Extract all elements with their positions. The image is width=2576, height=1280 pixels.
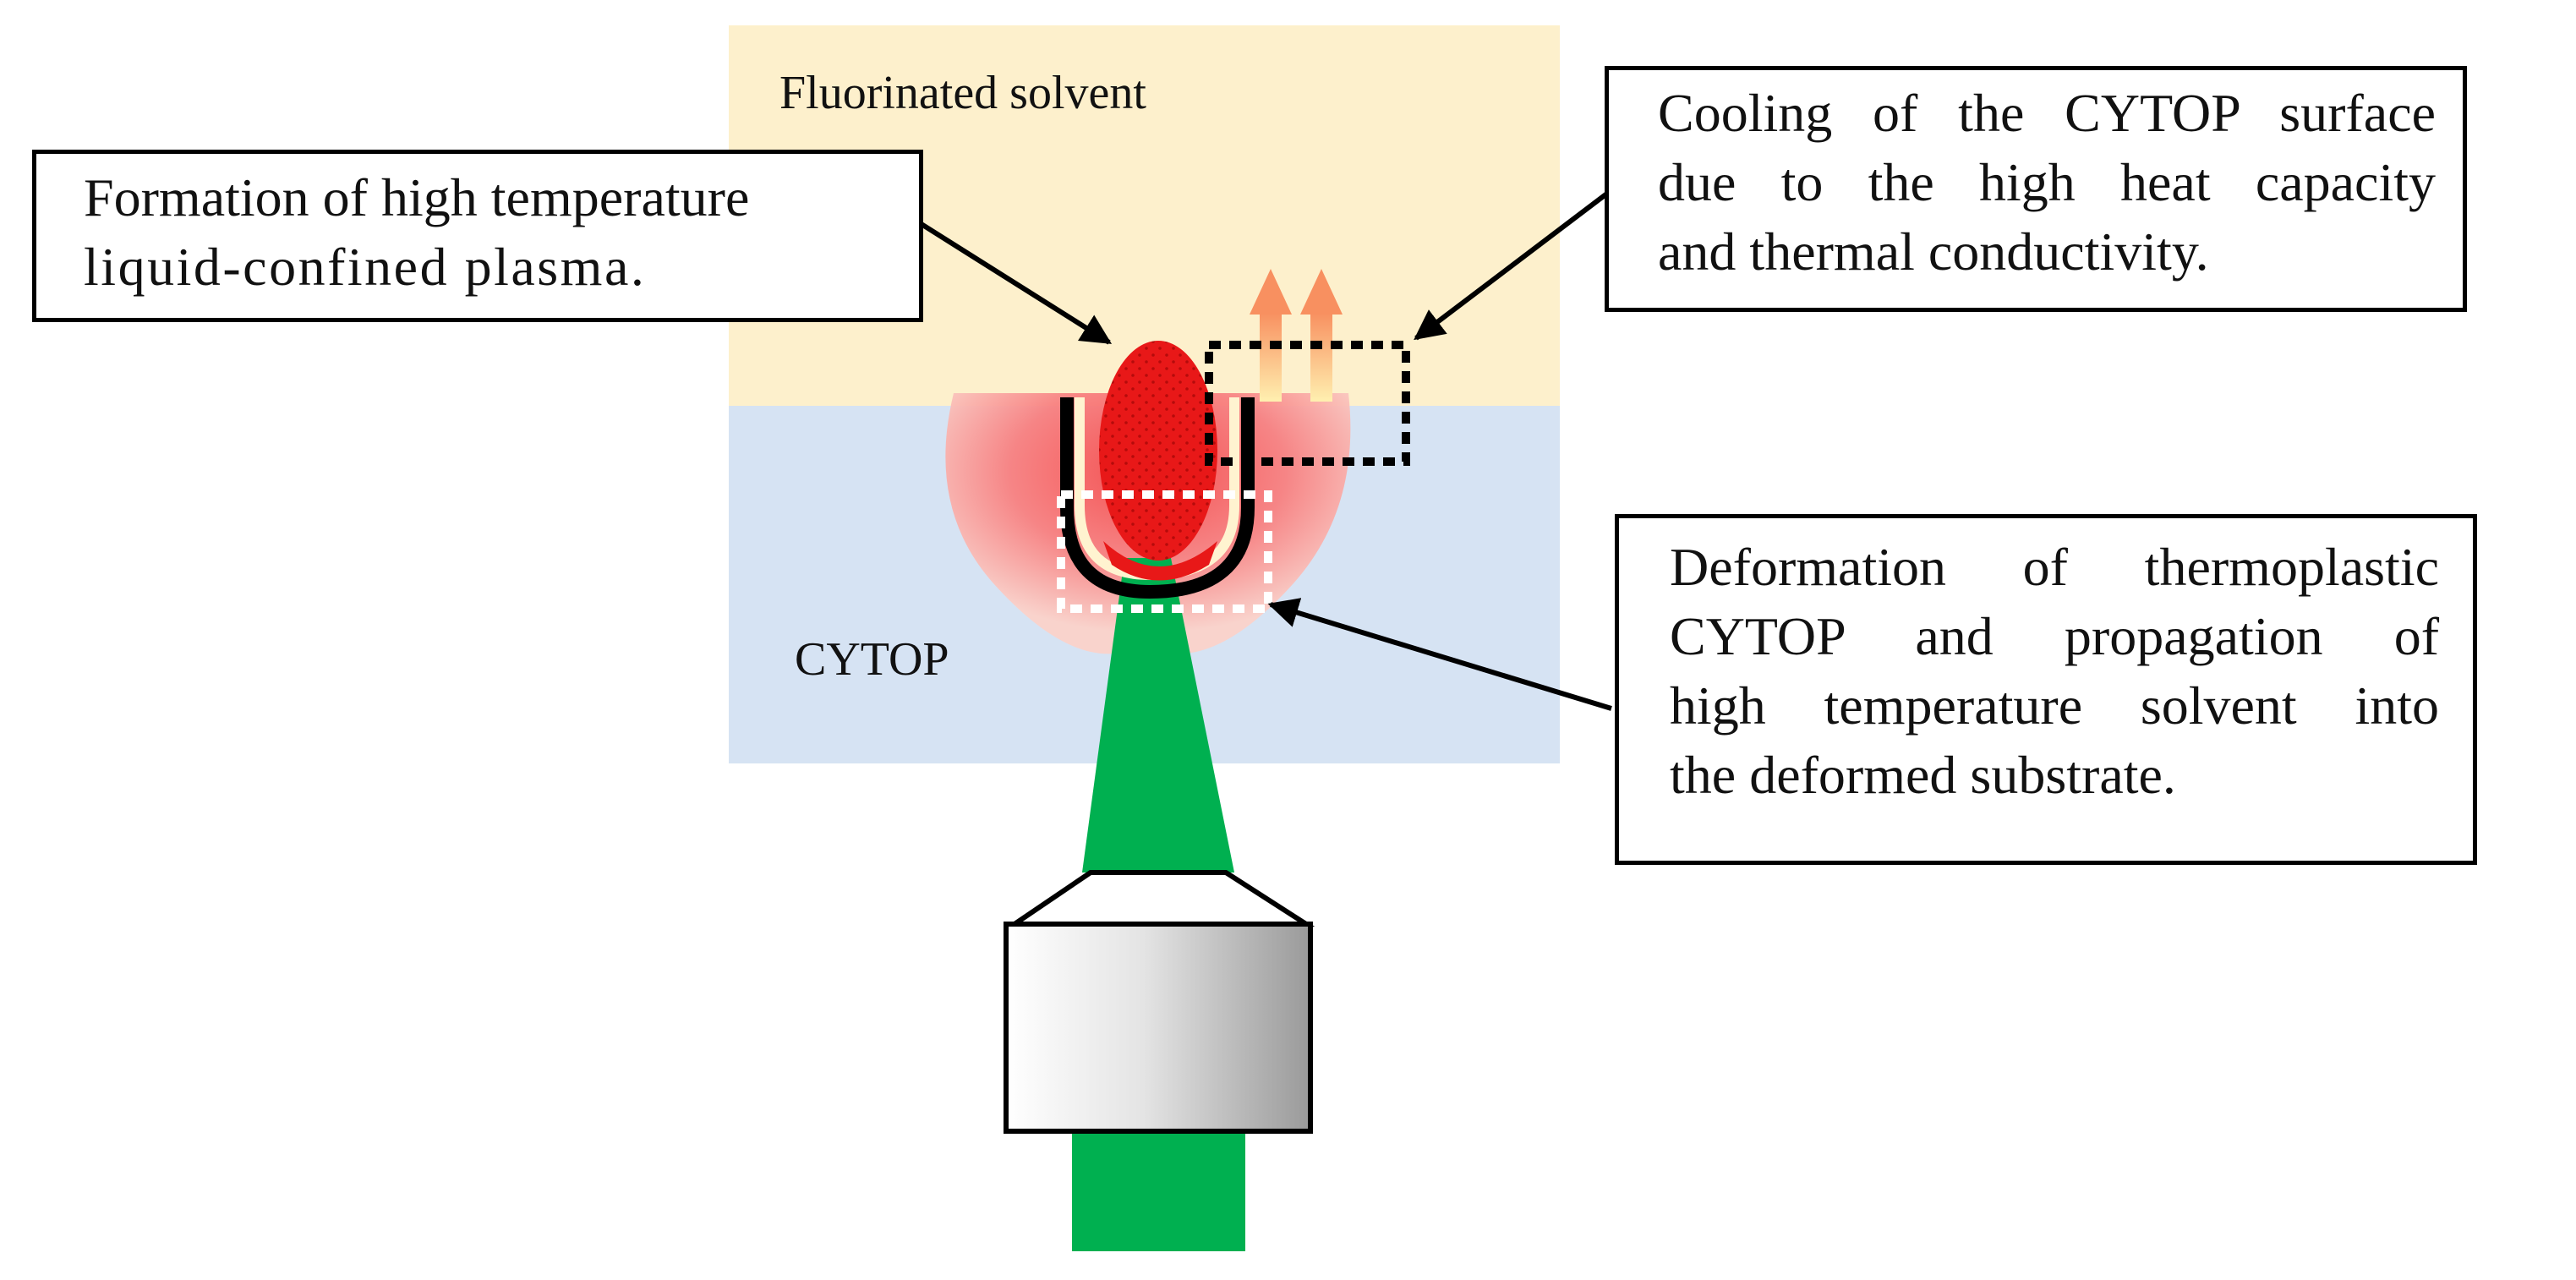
plasma-core — [1099, 341, 1217, 561]
plasma-callout: Formation of high temperature liquid-con… — [32, 150, 923, 322]
plasma-leader-arrow — [916, 219, 1113, 345]
deformation-callout-line: Deformation of thermoplastic — [1670, 537, 2439, 597]
cooling-callout: Cooling of the CYTOP surface due to the … — [1605, 66, 2467, 312]
cytop-label: CYTOP — [795, 633, 949, 686]
cooling-callout-line: Cooling of the CYTOP surface — [1658, 83, 2436, 143]
laser-beam — [1082, 558, 1234, 872]
heat-arrow-right — [1300, 269, 1343, 402]
cavity-wall — [1060, 397, 1255, 599]
deformation-callout-line: the deformed substrate. — [1670, 744, 2176, 805]
cooling-region-marker — [1205, 341, 1410, 466]
cooling-callout-line: and thermal conductivity. — [1658, 221, 2209, 282]
heat-arrow-left — [1250, 269, 1292, 402]
deformation-callout-line: CYTOP and propagation of — [1670, 605, 2439, 666]
solvent-label: Fluorinated solvent — [779, 67, 1146, 119]
plasma-callout-line: liquid-confined plasma. — [84, 236, 647, 297]
plasma-callout-line: Formation of high temperature — [84, 167, 750, 227]
objective-lens-body — [1004, 922, 1313, 1134]
laser-beam-exit — [1072, 1129, 1245, 1251]
plasma-base — [1103, 541, 1217, 581]
deformation-callout-line: high temperature solvent into — [1670, 675, 2439, 736]
deformation-callout: Deformation of thermoplastic CYTOP and p… — [1615, 514, 2477, 865]
cooling-callout-line: due to the high heat capacity — [1658, 151, 2436, 212]
deformation-region-marker — [1057, 490, 1272, 613]
cooling-leader-arrow — [1414, 188, 1613, 341]
objective-lens-cone — [1006, 870, 1315, 927]
deformation-leader-arrow — [1267, 598, 1612, 711]
